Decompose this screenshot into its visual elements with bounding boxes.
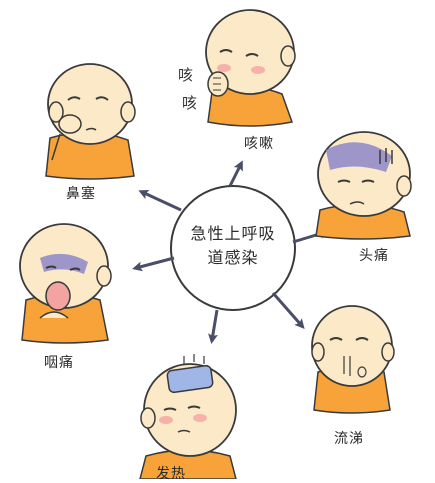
fever-monk-illustration [139, 354, 237, 479]
sore-throat-monk-illustration [19, 223, 112, 344]
arrow-nasal [138, 189, 182, 212]
nasal-congestion-monk-illustration [45, 63, 136, 180]
cough-sound-2: 咳 [182, 94, 198, 112]
label-cough: 咳嗽 [244, 136, 274, 152]
arrow-runny [271, 292, 305, 330]
label-fever: 发热 [156, 466, 186, 482]
ice-pack-icon [166, 364, 214, 394]
label-nasal-congestion: 鼻塞 [66, 186, 96, 202]
arrow-fever [208, 309, 219, 344]
label-headache: 头痛 [359, 248, 389, 264]
center-title-line-2: 道感染 [207, 248, 259, 267]
center-circle [170, 185, 296, 311]
arrow-throat [132, 256, 175, 272]
center-title: 急性上呼吸 道感染 [175, 222, 291, 270]
label-sore-throat: 咽痛 [44, 355, 74, 371]
headache-monk-illustration [315, 131, 412, 240]
center-title-line-1: 急性上呼吸 [190, 224, 276, 243]
arrows [132, 160, 330, 344]
cough-sound-1: 咳 [178, 66, 194, 84]
label-runny-nose: 流涕 [334, 431, 364, 447]
runny-nose-monk-illustration [311, 305, 395, 414]
arrow-cough [228, 160, 243, 187]
cough-monk-illustration [205, 9, 296, 127]
